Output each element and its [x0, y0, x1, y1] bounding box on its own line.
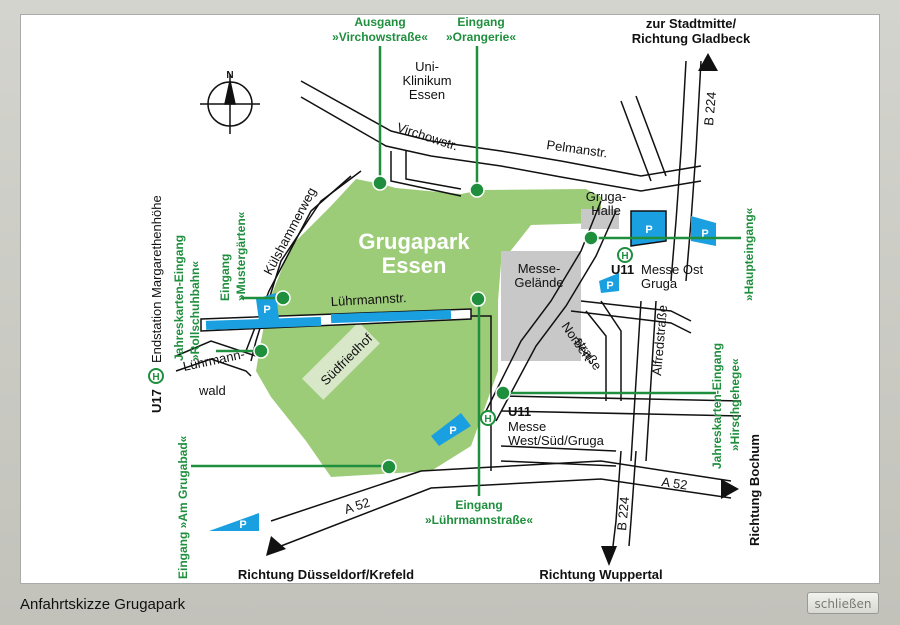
- entrance-label: Jahreskarten-Eingang: [710, 343, 724, 469]
- entrance-marker[interactable]: [469, 182, 485, 198]
- entrance-label: »Haupteingang«: [742, 207, 756, 301]
- station-line: U11: [508, 404, 531, 419]
- parking-label: P: [449, 425, 456, 437]
- compass-icon: [200, 74, 260, 134]
- park-subtitle: Essen: [382, 253, 447, 278]
- tram-line-label: U17: [149, 389, 164, 413]
- entrance-marker[interactable]: [275, 290, 291, 306]
- svg-text:H: H: [484, 414, 491, 425]
- map-panel: P P P P P P H H H: [20, 14, 880, 584]
- station-line: U11: [611, 262, 634, 277]
- park-area: [256, 179, 601, 477]
- entrance-label: »Virchowstraße«: [332, 30, 428, 44]
- street-label: Alfredstraße: [649, 304, 670, 376]
- compass-north-label: N: [226, 70, 233, 81]
- entrance-marker[interactable]: [253, 343, 269, 359]
- map-svg: P P P P P P H H H: [148, 15, 762, 582]
- entrance-label: Eingang: [218, 254, 232, 301]
- tram-stops: H H H: [148, 247, 633, 426]
- street-label: wald: [198, 383, 226, 398]
- direction-label: Richtung Gladbeck: [632, 31, 751, 46]
- svg-text:H: H: [621, 251, 628, 262]
- street-label: A 52: [342, 495, 371, 517]
- station-name: West/Süd/Gruga: [508, 433, 605, 448]
- station-name: Gruga: [641, 276, 678, 291]
- close-button[interactable]: schließen: [807, 592, 879, 614]
- parking-label: P: [239, 519, 246, 531]
- park-title: Grugapark: [358, 229, 470, 254]
- direction-label: Richtung Bochum: [747, 434, 762, 546]
- messe-building: [501, 251, 581, 361]
- station-name: Messe: [508, 419, 546, 434]
- entrance-label: Ausgang: [354, 15, 405, 29]
- street-label: B 224: [701, 91, 719, 126]
- entrance-lines: [191, 46, 741, 496]
- parking-label: P: [645, 224, 652, 236]
- entrance-marker[interactable]: [381, 459, 397, 475]
- direction-label: Endstation Margarethenhöhe: [149, 195, 164, 363]
- direction-arrows: [266, 53, 739, 566]
- street-label: Virchowstr.: [395, 120, 460, 154]
- messe-label: Gelände: [514, 275, 563, 290]
- entrance-markers[interactable]: [253, 175, 599, 475]
- entrance-marker[interactable]: [583, 230, 599, 246]
- entrance-label: »Lührmannstraße«: [425, 513, 533, 527]
- entrance-label: Eingang: [457, 15, 504, 29]
- street-label: A 52: [661, 474, 689, 492]
- entrance-label: Jahreskarten-Eingang: [172, 235, 186, 361]
- svg-text:H: H: [152, 372, 159, 383]
- entrance-label: »Orangerie«: [446, 30, 516, 44]
- suedfriedhof-area: [302, 322, 380, 400]
- street-label: B 224: [614, 496, 632, 531]
- luehrmannstr-road: [200, 308, 472, 332]
- klinikum-label: Essen: [409, 87, 445, 102]
- klinikum-label: Uni-: [415, 59, 439, 74]
- direction-label: zur Stadtmitte/: [646, 16, 737, 31]
- entrance-marker[interactable]: [372, 175, 388, 191]
- entrance-marker[interactable]: [470, 291, 486, 307]
- entrance-label: »Hirschgehege«: [728, 358, 742, 451]
- direction-label: Richtung Wuppertal: [539, 567, 662, 582]
- street-label: Lührmannstr.: [330, 290, 407, 309]
- gruga-halle-label: Gruga-: [586, 189, 626, 204]
- entrance-label: »Mustergärten«: [234, 211, 248, 301]
- entrance-label: Eingang: [455, 498, 502, 512]
- street-label: Pelmanstr.: [546, 137, 609, 160]
- parking-label: P: [606, 280, 613, 292]
- messe-label: Messe-: [518, 261, 561, 276]
- entrance-label: »Rollschuhbahn«: [188, 261, 202, 361]
- direction-label: Richtung Düsseldorf/Krefeld: [238, 567, 414, 582]
- station-name: Messe Ost: [641, 262, 704, 277]
- parking-label: P: [701, 228, 708, 240]
- window-caption: Anfahrtskizze Grugapark: [20, 596, 186, 613]
- parking-label: P: [263, 304, 270, 316]
- roads: [175, 60, 742, 547]
- gruga-halle-label: Halle: [591, 203, 621, 218]
- klinikum-label: Klinikum: [402, 73, 451, 88]
- entrance-label: Eingang »Am Grugabad«: [176, 435, 190, 579]
- entrance-marker[interactable]: [495, 385, 511, 401]
